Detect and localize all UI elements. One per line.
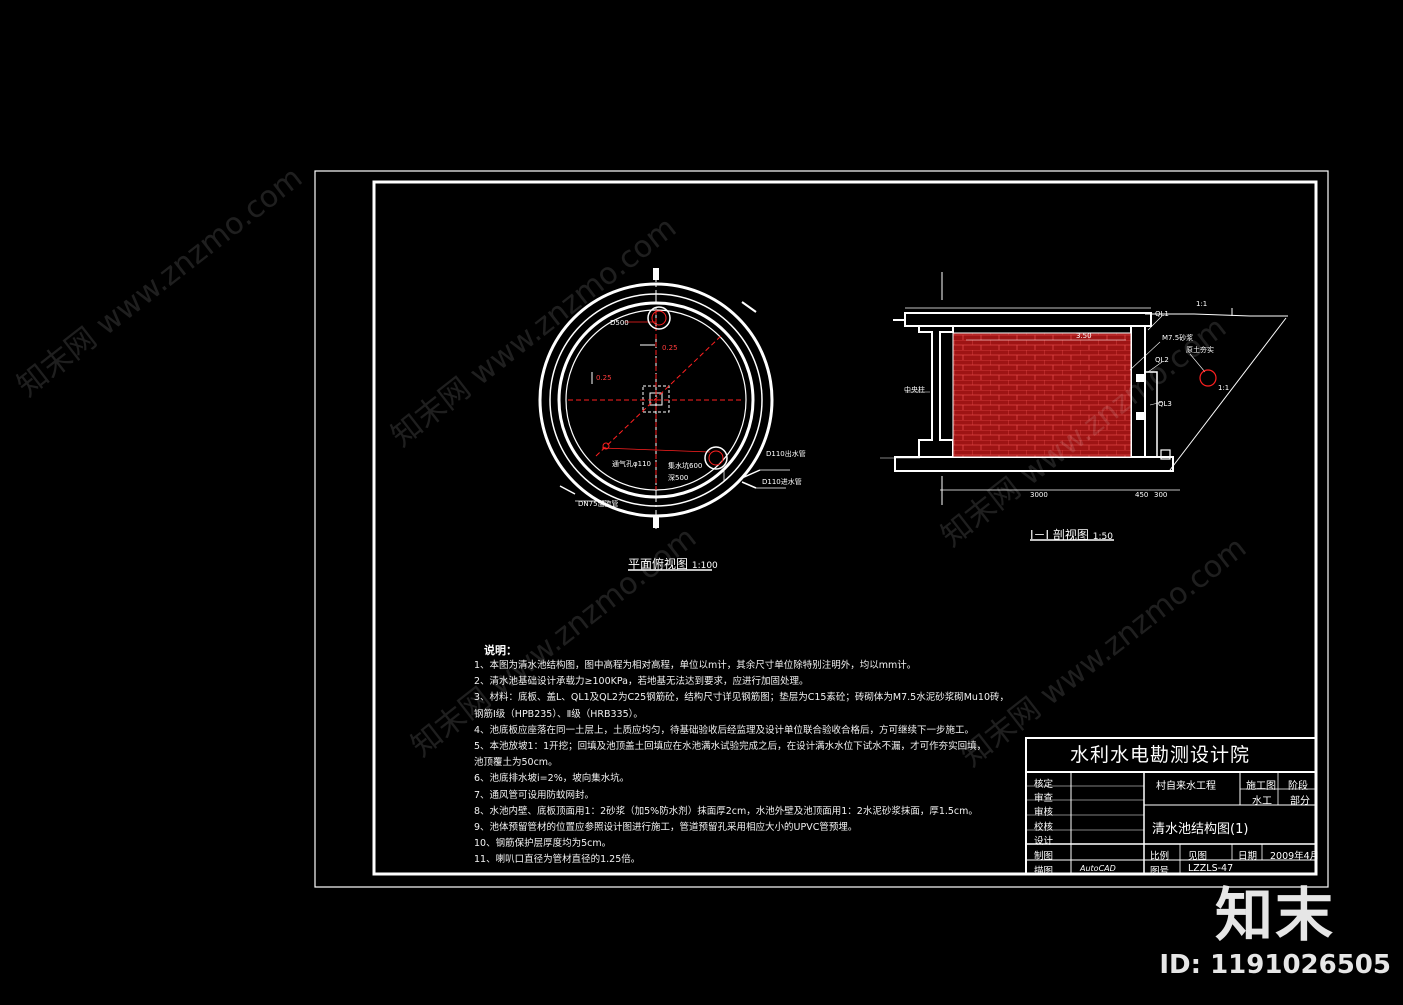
note-item: 池顶覆土为50cm。 (474, 757, 558, 769)
note-item: 钢筋Ⅰ级（HPB235）、Ⅱ级（HRB335）。 (474, 708, 643, 720)
plan-label-1: 0.25 (662, 344, 678, 352)
title-block-grid (1025, 737, 1317, 875)
section-label-4: 中央柱 (904, 385, 925, 394)
plan-label-4: D110出水管 (766, 449, 806, 458)
section-label-11: 450 (1135, 491, 1148, 499)
note-item: 4、池底板应座落在同一土层上，土质应均匀，待基础验收后经监理及设计单位联合验收合… (474, 724, 975, 736)
note-item: 11、喇叭口直径为管材直径的1.25倍。 (474, 854, 641, 866)
role-label: 描图 (1034, 866, 1054, 877)
scale-label: 比例 (1150, 851, 1170, 862)
note-item: 10、钢筋保护层厚度均为5cm。 (474, 838, 612, 850)
plan-label-5: D110进水管 (762, 477, 802, 486)
plan-view-title: 平面俯视图 (628, 557, 689, 571)
project-name: 村自来水工程 (1156, 781, 1216, 792)
plan-label-2: 0.25 (596, 374, 612, 382)
dept-label: 水工 (1252, 796, 1272, 807)
note-item: 5、本池放坡1：1开挖；回填及池顶盖土回填应在水池满水试验完成之后，在设计满水水… (474, 741, 987, 752)
section-label-9: 3.50 (1076, 332, 1092, 340)
plan-view-scale: 1:100 (691, 561, 718, 571)
section-label-3: QL3 (1158, 400, 1172, 408)
plan-label-6: DN75溢流管 (578, 499, 619, 508)
dept-value: 部分 (1290, 796, 1310, 807)
section-label-12: 300 (1154, 491, 1167, 499)
date-value: 2009年4月 (1270, 851, 1320, 862)
stage-value: 阶段 (1288, 781, 1308, 792)
note-item: 8、水池内壁、底板顶面用1：2砂浆（加5%防水剂）抹面厚2cm，水池外壁及池顶面… (474, 805, 978, 817)
plan-label-8: 集水坑600 (668, 461, 702, 470)
section-label-10: 3000 (1030, 491, 1048, 499)
section-view-scale: 1:50 (1092, 532, 1113, 542)
section-view-caption: I－I 剖视图 1:50 (1030, 526, 1113, 543)
brand-logo: 知末 (1214, 881, 1335, 949)
role-label: 设计 (1034, 836, 1054, 847)
section-label-7: 1:1 (1196, 300, 1207, 308)
section-label-6: 原土夯实 (1186, 345, 1214, 354)
note-item: 9、池体预留管材的位置应参照设计图进行施工，管道预留孔采用相应大小的UPVC管预… (474, 822, 858, 833)
section-label-8: 1:1 (1218, 384, 1229, 392)
notes-title: 说明： (484, 644, 517, 657)
role-label: 制图 (1034, 851, 1054, 862)
role-label: 审核 (1034, 807, 1054, 818)
section-view-drawing: QL1 QL2 QL3 中央柱 M7.5砂浆 原土夯实 1:1 1:1 3.50… (880, 272, 1288, 541)
section-label-2: QL2 (1155, 356, 1169, 364)
role-label: 审查 (1034, 793, 1054, 804)
section-label-5: M7.5砂浆 (1162, 333, 1193, 342)
plan-label-9: 深500 (668, 473, 688, 482)
note-item: 2、清水池基础设计承载力≥100KPa，若地基无法达到要求，应进行加固处理。 (474, 676, 809, 688)
section-view-title: I－I 剖视图 (1030, 528, 1089, 542)
date-label: 日期 (1238, 851, 1258, 862)
number-value: LZZLS-47 (1188, 863, 1234, 874)
drawing-title: 清水池结构图(1) (1152, 822, 1249, 837)
organization-name: 水利水电勘测设计院 (1070, 744, 1251, 766)
image-id: ID: 1191026505 (1159, 950, 1391, 980)
note-item: 3、材料：底板、盖L、QL1及QL2为C25钢筋砼，结构尺寸详见钢筋图；垫层为C… (474, 692, 1010, 704)
note-item: 1、本图为清水池结构图，图中高程为相对高程，单位以m计，其余尺寸单位除特别注明外… (474, 660, 917, 671)
role-label: 校核 (1034, 822, 1054, 833)
role-label: 核定 (1034, 779, 1054, 790)
section-label-1: QL1 (1155, 310, 1169, 318)
sheet-outer-border (314, 170, 1329, 888)
plan-view-caption: 平面俯视图 1:100 (628, 555, 718, 572)
plan-label-3: D500 (610, 319, 629, 327)
plan-view-drawing: 0.25 0.25 D500 D110出水管 D110进水管 DN75溢流管 通… (538, 268, 806, 571)
plan-label-7: 通气孔φ110 (612, 459, 651, 468)
note-item: 7、通风管可设用防蚊网封。 (474, 789, 595, 801)
sheet-inner-frame (372, 180, 1318, 876)
scale-value: 见图 (1188, 851, 1208, 862)
note-item: 6、池底排水坡i=2%，坡向集水坑。 (474, 773, 630, 785)
stage-label: 施工图 (1246, 781, 1276, 792)
software-name: AutoCAD (1080, 864, 1116, 873)
number-label: 图号 (1150, 866, 1170, 877)
